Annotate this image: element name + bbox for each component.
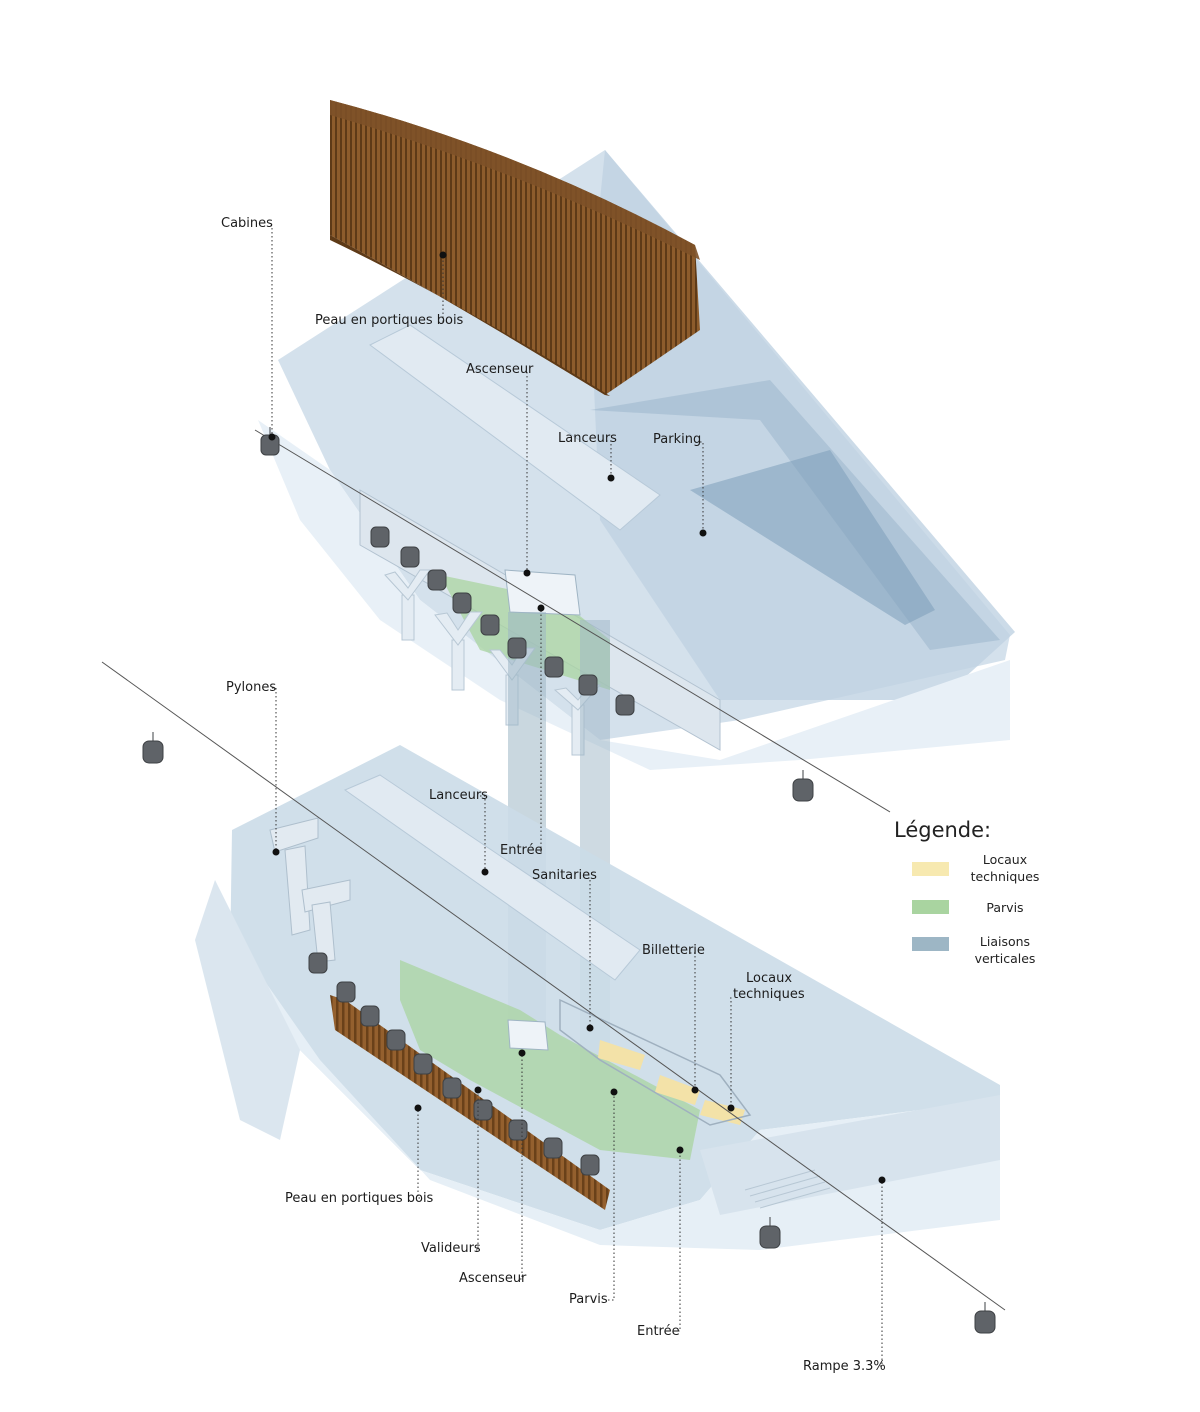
- label-ascenseur-top: Ascenseur: [466, 362, 534, 377]
- legend-text-parvis: Parvis: [986, 900, 1024, 915]
- cabin: [142, 732, 164, 764]
- technical-rooms: [559, 998, 752, 1126]
- cabin: [473, 1099, 493, 1121]
- cables: [101, 429, 1006, 1311]
- parvis-bottom: [400, 960, 700, 1160]
- wood-skin-top: [330, 100, 700, 396]
- cabin: [543, 1137, 563, 1159]
- cabin: [427, 569, 447, 591]
- label-locaux-techniques-2: techniques: [733, 987, 805, 1002]
- cabin: [370, 526, 390, 548]
- cabin: [792, 770, 814, 802]
- elevator-bottom: [507, 1019, 549, 1051]
- label-peau-bottom: Peau en portiques bois: [285, 1191, 434, 1206]
- lower-level-volume: [195, 745, 1000, 1250]
- legend-title: Légende:: [894, 818, 992, 842]
- label-lanceurs-bottom: Lanceurs: [429, 788, 488, 803]
- cabin: [578, 674, 598, 696]
- legend-swatch-liaisons: [912, 937, 949, 951]
- legend-text-locaux-2: techniques: [970, 869, 1040, 884]
- label-ascenseur-bottom: Ascenseur: [459, 1271, 527, 1286]
- cabin: [336, 981, 356, 1003]
- legend-text-liaisons-2: verticales: [974, 951, 1036, 966]
- label-billetterie: Billetterie: [642, 943, 705, 958]
- label-parking: Parking: [653, 432, 702, 447]
- label-lanceurs-top: Lanceurs: [558, 431, 617, 446]
- cabin: [615, 694, 635, 716]
- label-rampe: Rampe 3.3%: [803, 1359, 886, 1374]
- legend-swatch-parvis: [912, 900, 949, 914]
- cabin: [759, 1217, 781, 1249]
- legend-text-locaux-1: Locaux: [982, 852, 1028, 867]
- pylones: [269, 817, 351, 963]
- cabin: [360, 1005, 380, 1027]
- cabin: [508, 1119, 528, 1141]
- cabin: [413, 1053, 433, 1075]
- label-parvis: Parvis: [569, 1292, 608, 1307]
- label-locaux-techniques-1: Locaux: [746, 971, 793, 986]
- cabin: [442, 1077, 462, 1099]
- legend-swatch-locaux: [912, 862, 949, 876]
- label-cabines: Cabines: [221, 216, 273, 231]
- label-valideurs: Valideurs: [421, 1241, 481, 1256]
- cabin: [386, 1029, 406, 1051]
- label-entree-bottom: Entrée: [637, 1324, 680, 1339]
- cabin: [400, 546, 420, 568]
- cabin: [544, 656, 564, 678]
- cabin: [308, 952, 328, 974]
- cabin: [452, 592, 472, 614]
- label-entree-top: Entrée: [500, 843, 543, 858]
- label-sanitaries: Sanitaries: [532, 868, 597, 883]
- label-peau-top: Peau en portiques bois: [315, 313, 464, 328]
- legend-text-liaisons-1: Liaisons: [979, 934, 1031, 949]
- cabin: [974, 1302, 996, 1334]
- cabins: [142, 427, 996, 1334]
- cabin: [480, 614, 500, 636]
- cabin: [507, 637, 527, 659]
- leader-lines: [270, 225, 883, 1367]
- cabin: [580, 1154, 600, 1176]
- label-pylones: Pylones: [226, 680, 277, 695]
- leader-dots: [268, 251, 886, 1184]
